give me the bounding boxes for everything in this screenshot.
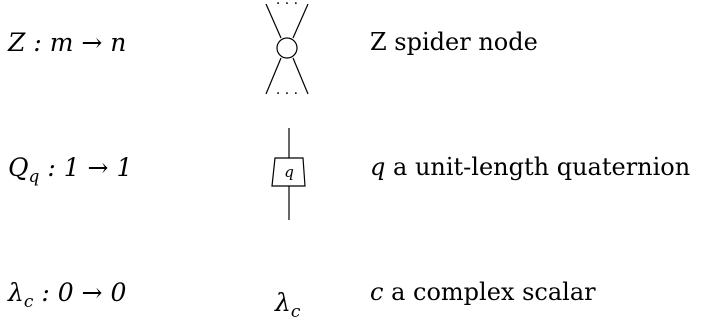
scalar-lambda: λ <box>275 288 291 317</box>
quaternion-description: q a unit-length quaternion <box>370 155 690 179</box>
c-var: c <box>370 278 384 306</box>
scalar-description: c a complex scalar <box>370 280 596 304</box>
z-spider-diagram: · · · · · · <box>265 0 309 102</box>
wire-bottom-right <box>292 57 309 95</box>
z-spider-description: Z spider node <box>370 28 538 56</box>
c-desc-text: a complex scalar <box>383 278 596 306</box>
q-subscript: q <box>28 167 40 187</box>
z-symbol: Z <box>8 28 26 57</box>
scalar-signature: λc : 0 → 0 <box>8 280 126 311</box>
wire-top-right <box>292 3 309 39</box>
lambda-subscript: c <box>23 292 34 312</box>
z-spider-signature: Z : m → n <box>8 30 126 55</box>
quaternion-label: q <box>284 163 294 181</box>
quaternion-box <box>271 157 306 187</box>
lambda-symbol: λ <box>8 278 24 307</box>
bottom-dots: · · · <box>276 86 298 102</box>
top-dots: · · · <box>276 0 298 12</box>
q-var: q <box>370 153 386 181</box>
quaternion-signature: Qq : 1 → 1 <box>8 155 132 186</box>
wire-bottom-left <box>265 57 282 95</box>
quaternion-box-diagram: q <box>271 128 306 220</box>
spider-node <box>276 37 298 59</box>
z-signature-rest: : m → n <box>25 28 127 57</box>
q-signature-rest: : 1 → 1 <box>39 153 133 182</box>
scalar-sub: c <box>290 302 301 322</box>
q-desc-text: a unit-length quaternion <box>385 153 691 181</box>
lambda-signature-rest: : 0 → 0 <box>33 278 127 307</box>
q-symbol: Q <box>8 153 29 182</box>
scalar-glyph: λc <box>275 290 300 321</box>
wire-top-left <box>265 3 282 39</box>
